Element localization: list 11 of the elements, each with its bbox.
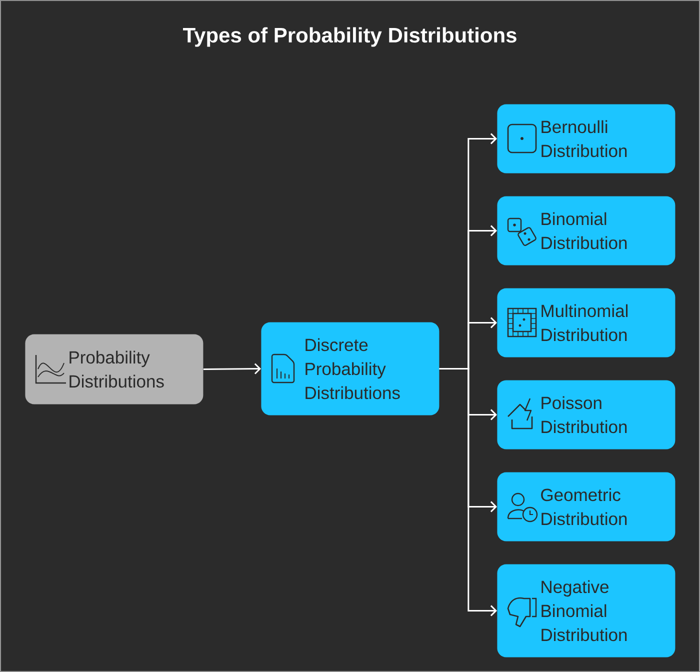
- process-box: Bernoulli Distribution: [497, 104, 676, 174]
- title: Types of Probability Distributions: [183, 27, 516, 47]
- process-box: Geometric Distribution: [497, 472, 676, 542]
- process-box: Poisson Distribution: [497, 380, 676, 450]
- process-box: Probability Distributions: [25, 334, 204, 404]
- process-box: Discrete Probability Distributions: [261, 322, 440, 416]
- arrow: [439, 368, 498, 616]
- arrow: [203, 363, 261, 374]
- process-box: Multinomial Distribution: [497, 288, 676, 358]
- process-box: Binomial Distribution: [497, 196, 676, 266]
- process-box: Negative Binomial Distribution: [497, 564, 676, 658]
